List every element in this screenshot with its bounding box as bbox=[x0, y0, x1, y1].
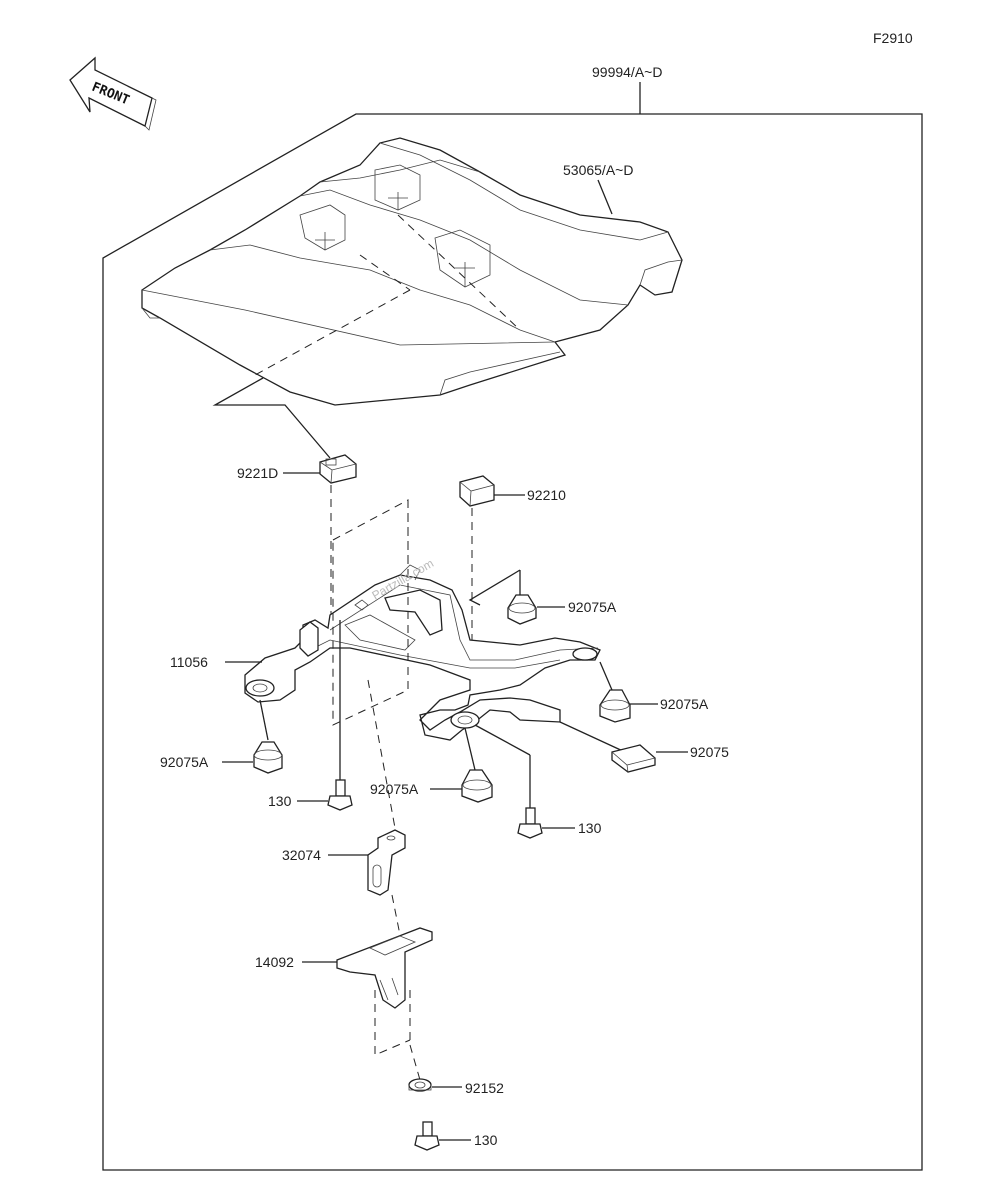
callout-bolt-right: 130 bbox=[578, 820, 602, 836]
cushion-right-upper bbox=[507, 594, 537, 625]
callout-plate: 14092 bbox=[255, 954, 294, 970]
washer bbox=[408, 1078, 432, 1092]
nut-left bbox=[319, 454, 357, 484]
callout-bolt-left: 130 bbox=[268, 793, 292, 809]
callout-nut-left: 9221D bbox=[237, 465, 278, 481]
callout-cushion-center: 92075A bbox=[370, 781, 419, 797]
plate bbox=[336, 927, 433, 1009]
callout-cushion-left: 92075A bbox=[160, 754, 209, 770]
callout-washer: 92152 bbox=[465, 1080, 504, 1096]
callout-stay: 32074 bbox=[282, 847, 321, 863]
callout-nut-right: 92210 bbox=[527, 487, 566, 503]
cushion-left bbox=[253, 741, 283, 774]
assembly-frame bbox=[102, 113, 923, 1171]
front-arrow-icon: FRONT bbox=[69, 56, 157, 131]
cushion-center bbox=[461, 769, 493, 803]
callout-pad: 92075 bbox=[690, 744, 729, 760]
callout-cushion-right-upper: 92075A bbox=[568, 599, 617, 615]
bolt-left bbox=[327, 779, 353, 811]
bolt-right bbox=[517, 807, 543, 839]
bolt-bottom bbox=[414, 1121, 440, 1151]
seat-cover bbox=[141, 137, 683, 406]
callout-assembly: 99994/A~D bbox=[592, 64, 662, 80]
pad bbox=[611, 744, 656, 773]
figure-code: F2910 bbox=[873, 30, 913, 46]
callout-cushion-right-lower: 92075A bbox=[660, 696, 709, 712]
nut-right bbox=[459, 475, 495, 507]
cushion-right-lower bbox=[599, 689, 631, 723]
callout-cover: 53065/A~D bbox=[563, 162, 633, 178]
stay bbox=[367, 829, 406, 896]
callout-bracket-main: 11056 bbox=[170, 654, 208, 670]
bracket-main bbox=[244, 564, 601, 741]
callout-bolt-bottom: 130 bbox=[474, 1132, 498, 1148]
